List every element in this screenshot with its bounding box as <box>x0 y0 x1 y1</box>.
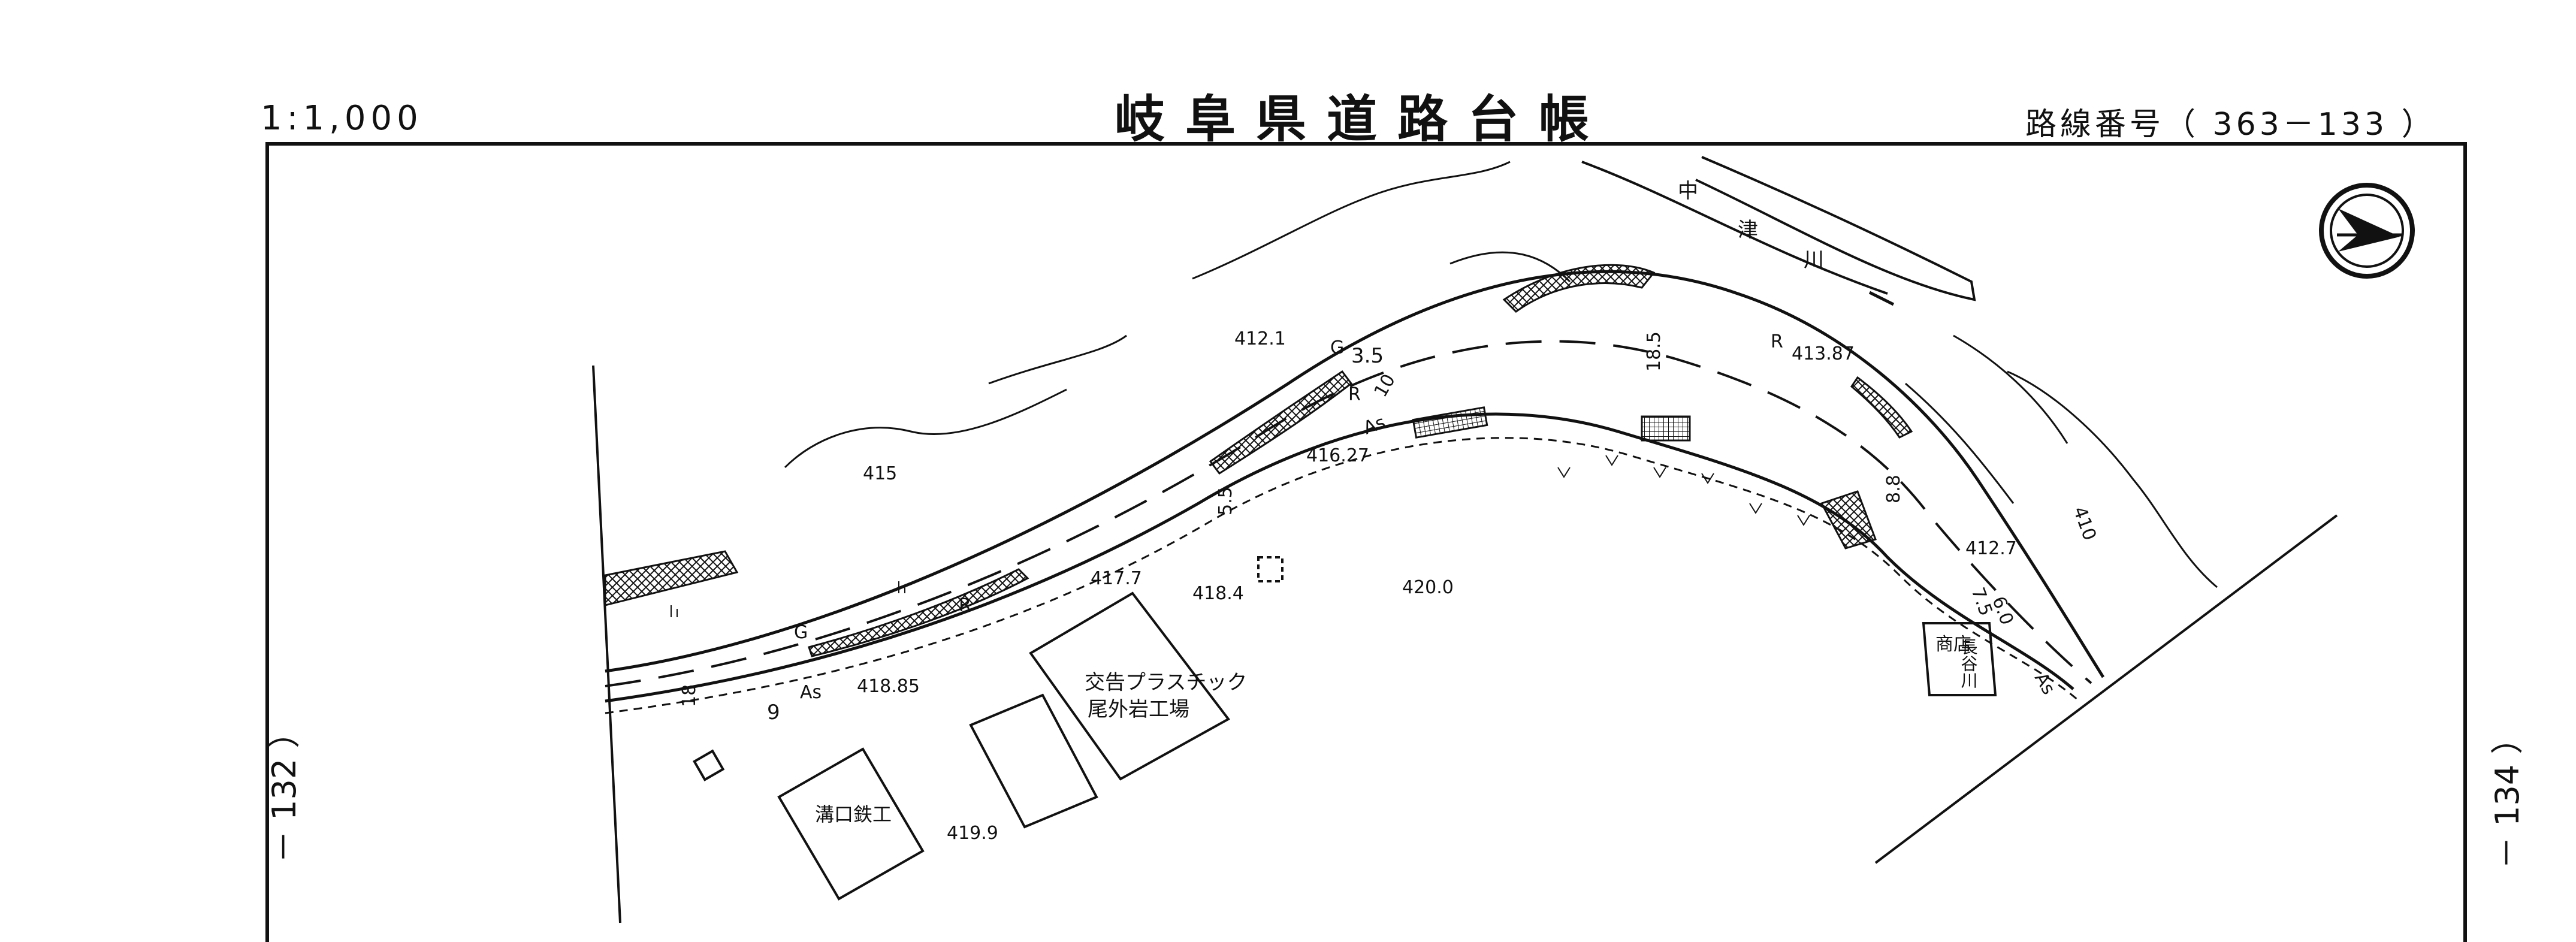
road-width: 9 <box>767 701 780 724</box>
elevation: 412.1 <box>1234 328 1286 349</box>
river <box>1581 156 1976 306</box>
sheet-cut-line <box>592 365 621 923</box>
elevation: 417.7 <box>1091 568 1142 589</box>
elevation: 415 <box>863 463 897 484</box>
map-scale: 1:1,000 <box>261 99 423 138</box>
road-width: 8.8 <box>1883 475 1904 503</box>
sheet-cut-line <box>1874 514 2338 864</box>
river-label: 川 <box>1804 248 1824 272</box>
route-number: 路線番号（ 363－133 ） <box>2025 107 2436 143</box>
elevation: 418.4 <box>1192 583 1244 604</box>
elevation: 410 <box>2068 504 2100 544</box>
elevation: 412.7 <box>1965 538 2017 559</box>
road-code: R <box>1348 384 1361 405</box>
road-width: 5.5 <box>1215 487 1236 515</box>
road-width: 3.5 <box>1351 344 1384 368</box>
map-title: 岐阜県道路台帳 <box>1115 90 1610 149</box>
gridded-area <box>1412 406 1691 442</box>
road-centerline <box>605 340 2092 687</box>
north-arrow-icon <box>2319 183 2415 279</box>
map-labels: 中 津 川 交告プラスチック 尾外岩工場 溝口鉄工 商店 長谷川 412.1 4… <box>679 179 2100 844</box>
river-label: 津 <box>1738 218 1758 242</box>
road-width: 6.0 <box>1988 594 2017 628</box>
road-code: R <box>959 595 971 616</box>
shop-label: 長谷川 <box>1959 638 1979 689</box>
ironworks-label: 溝口鉄工 <box>815 803 892 826</box>
road-code: As <box>800 682 822 703</box>
factory-label: 尾外岩工場 <box>1088 698 1189 721</box>
road-width: 18.5 <box>1644 331 1665 372</box>
road-code: G <box>794 622 808 643</box>
hatched-area <box>604 264 1913 657</box>
elevation: 419.9 <box>947 823 998 844</box>
contour-lines <box>784 161 2218 588</box>
road-edge <box>605 270 2105 703</box>
road-code: R <box>1771 331 1783 352</box>
shop-label: 商店 <box>1935 634 1971 655</box>
factory-label: 交告プラスチック <box>1085 671 1247 695</box>
buildings <box>693 556 1997 901</box>
map-frame <box>265 142 2467 942</box>
vegetation-symbols <box>671 455 1810 617</box>
road-code: G <box>1330 337 1344 358</box>
road-code: As <box>1361 412 1388 439</box>
elevation: 420.0 <box>1402 577 1454 598</box>
road-width: 18 <box>679 684 700 707</box>
elevation: 416.27 <box>1306 445 1369 466</box>
elevation: 413.87 <box>1792 343 1855 364</box>
river-label: 中 <box>1678 179 1698 203</box>
road-shoulder <box>605 437 2080 714</box>
elevation: 418.85 <box>857 676 920 697</box>
